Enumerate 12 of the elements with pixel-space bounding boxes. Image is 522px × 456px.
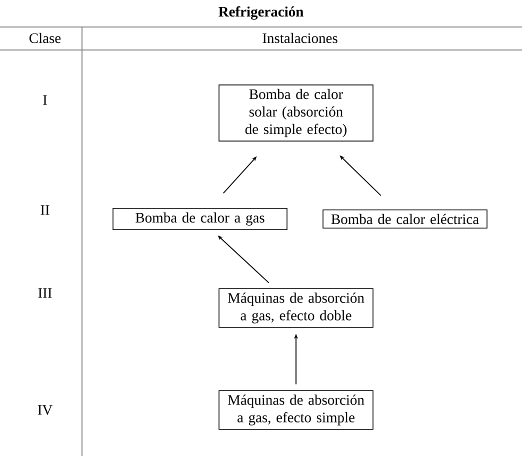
class-label: IV: [38, 405, 52, 415]
class-label: III: [38, 288, 52, 298]
process-box: Bomba de calor a gas: [112, 208, 288, 230]
column-header: Clase: [30, 32, 61, 44]
class-label: II: [40, 205, 50, 215]
process-box: Máquinas de absorción a gas, efecto doble: [218, 288, 374, 328]
column-header: Instalaciones: [262, 32, 338, 44]
title: Refrigeración: [218, 6, 304, 20]
class-label: I: [43, 95, 47, 105]
process-box: Máquinas de absorción a gas, efecto simple: [218, 390, 374, 430]
process-box: Bomba de calor solar (absorción de simple efecto): [218, 84, 374, 142]
process-box: Bomba de calor eléctrica: [322, 209, 488, 229]
